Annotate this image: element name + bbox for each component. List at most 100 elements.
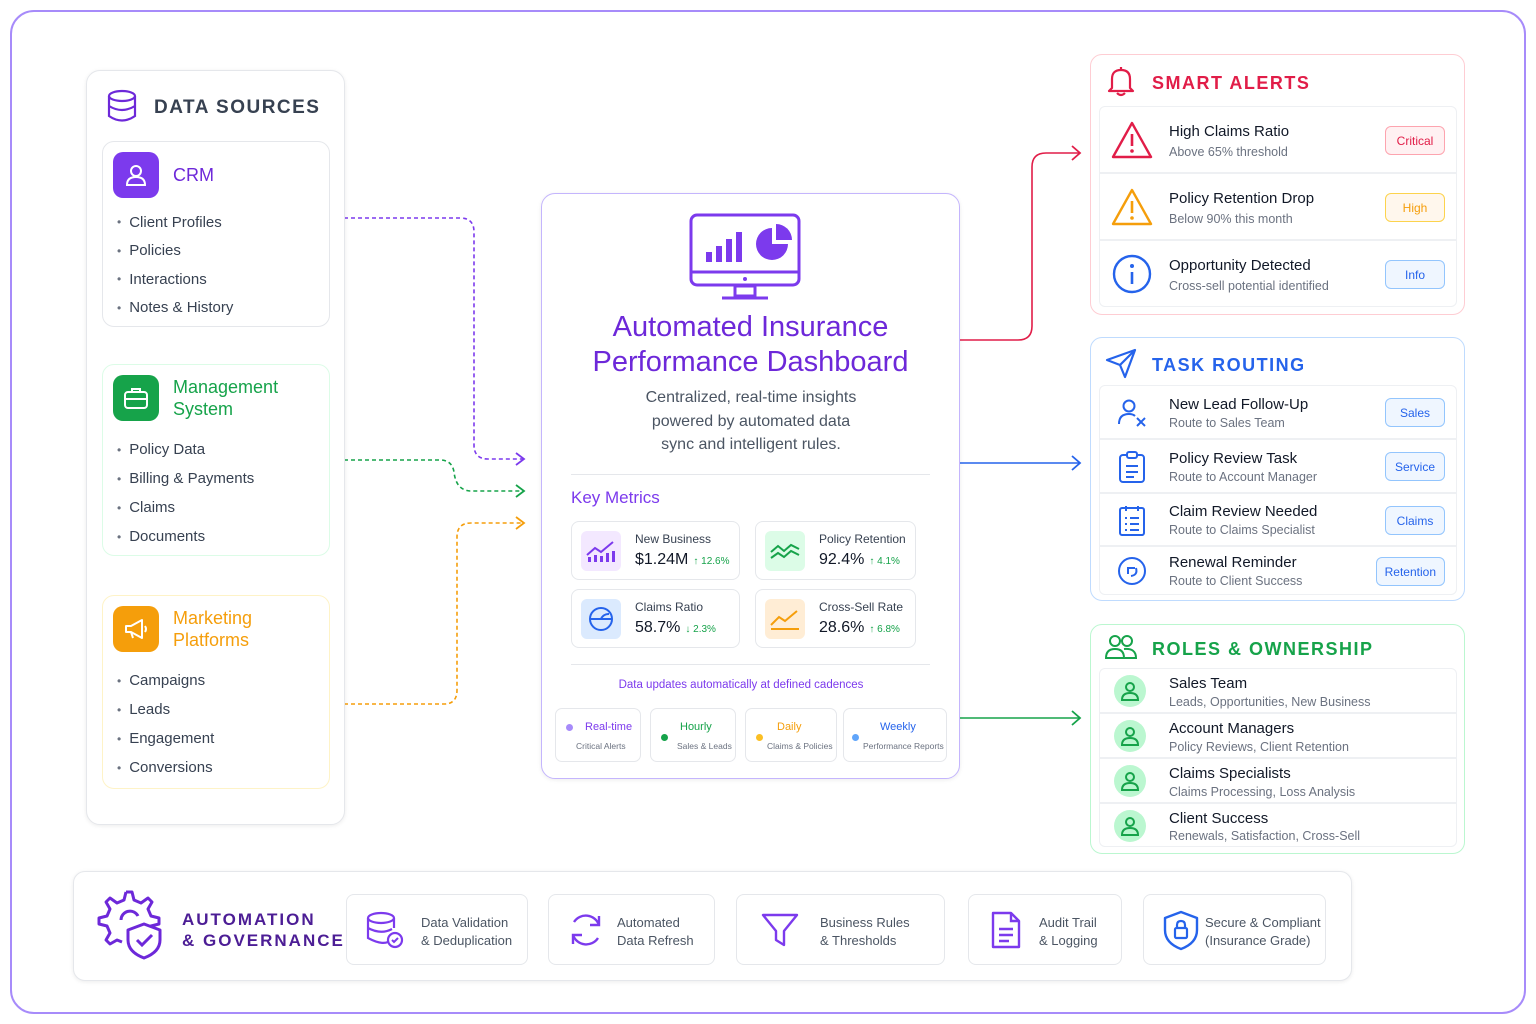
status-badge: High <box>1385 193 1445 222</box>
metric-card-policy-retention[interactable]: Policy Retention 92.4%↑ 4.1% <box>755 521 916 580</box>
label-line: & Deduplication <box>421 933 513 948</box>
task-subtitle: Route to Sales Team <box>1169 416 1285 430</box>
role-row[interactable]: Sales Team Leads, Opportunities, New Bus… <box>1099 668 1457 713</box>
task-row[interactable]: Renewal Reminder Route to Client Success… <box>1099 546 1457 595</box>
task-routing-header: TASK ROUTING <box>1104 346 1306 385</box>
metric-label: Policy Retention <box>819 532 906 546</box>
metric-card-cross-sell-rate[interactable]: Cross-Sell Rate 28.6%↑ 6.8% <box>755 589 916 648</box>
governance-item-secure[interactable]: Secure & Compliant (Insurance Grade) <box>1143 894 1326 965</box>
metric-value-text: $1.24M <box>635 551 689 568</box>
list-item: Billing & Payments <box>117 464 254 493</box>
megaphone-icon <box>113 606 159 652</box>
alert-title: High Claims Ratio <box>1169 123 1290 140</box>
governance-title-line2: & GOVERNANCE <box>182 931 345 950</box>
alert-title: Policy Retention Drop <box>1169 190 1315 207</box>
cadence-daily[interactable]: Daily Claims & Policies <box>745 708 837 762</box>
label-line: Audit Trail <box>1039 915 1097 930</box>
status-dot <box>566 724 573 731</box>
cadence-weekly[interactable]: Weekly Performance Reports <box>843 708 947 762</box>
cadence-real-time[interactable]: Real-time Critical Alerts <box>555 708 641 762</box>
role-row[interactable]: Client Success Renewals, Satisfaction, C… <box>1099 803 1457 847</box>
label-line: Automated <box>617 915 680 930</box>
bell-icon <box>1104 64 1138 103</box>
subtitle-line: sync and intelligent rules. <box>661 436 841 453</box>
list-item: Documents <box>117 522 254 551</box>
governance-label: Automated Data Refresh <box>617 914 694 950</box>
metric-delta: ↑ 12.6% <box>693 556 730 567</box>
document-icon <box>985 909 1027 951</box>
management-source-card[interactable]: Management System Policy Data Billing & … <box>102 364 330 556</box>
database-icon <box>106 89 138 128</box>
avatar <box>1114 810 1146 842</box>
route-badge: Service <box>1385 452 1445 481</box>
divider <box>571 664 930 665</box>
governance-item-rules[interactable]: Business Rules & Thresholds <box>736 894 945 965</box>
task-row[interactable]: Policy Review Task Route to Account Mana… <box>1099 439 1457 493</box>
label-line: Data Validation <box>421 915 509 930</box>
dashboard-title-line2: Performance Dashboard <box>592 346 909 378</box>
cadence-hourly[interactable]: Hourly Sales & Leads <box>650 708 736 762</box>
data-sources-title: DATA SOURCES <box>154 97 321 118</box>
avatar <box>1114 765 1146 797</box>
cadence-desc: Critical Alerts <box>576 741 626 751</box>
metric-delta: ↓ 2.3% <box>685 624 716 635</box>
avatar <box>1114 720 1146 752</box>
label-line: Data Refresh <box>617 933 694 948</box>
growth-chart-icon <box>765 599 805 639</box>
metric-value: 58.7% ↓ 2.3% <box>635 619 716 637</box>
status-dot <box>756 734 763 741</box>
list-item: Engagement <box>117 724 214 753</box>
metric-card-new-business[interactable]: New Business $1.24M↑ 12.6% <box>571 521 740 580</box>
governance-item-audit[interactable]: Audit Trail & Logging <box>968 894 1122 965</box>
role-title: Claims Specialists <box>1169 765 1291 782</box>
role-row[interactable]: Claims Specialists Claims Processing, Lo… <box>1099 758 1457 803</box>
route-badge: Retention <box>1375 557 1445 586</box>
governance-item-validation[interactable]: Data Validation & Deduplication <box>346 894 528 965</box>
smart-alerts-title: SMART ALERTS <box>1152 73 1311 93</box>
line-trend-icon <box>765 531 805 571</box>
route-badge: Claims <box>1385 506 1445 535</box>
status-dot <box>661 734 668 741</box>
task-subtitle: Route to Account Manager <box>1169 470 1318 484</box>
refresh-icon <box>565 909 607 951</box>
warning-icon <box>1110 185 1154 229</box>
divider <box>571 474 930 475</box>
send-icon <box>1104 346 1138 385</box>
task-row[interactable]: New Lead Follow-Up Route to Sales Team S… <box>1099 385 1457 439</box>
metric-card-claims-ratio[interactable]: Claims Ratio 58.7%↓ 2.3% <box>571 589 740 648</box>
role-subtitle: Claims Processing, Loss Analysis <box>1169 785 1356 799</box>
list-item: Conversions <box>117 753 214 782</box>
database-sync-icon <box>363 909 405 951</box>
smart-alerts-header: SMART ALERTS <box>1104 64 1310 103</box>
shield-lock-icon <box>1160 909 1202 951</box>
alert-row[interactable]: High Claims Ratio Above 65% threshold Cr… <box>1099 106 1457 173</box>
list-item: Notes & History <box>117 294 233 323</box>
status-badge: Info <box>1385 260 1445 289</box>
metric-value-text: 28.6% <box>819 619 865 636</box>
cadence-name: Real-time <box>585 721 633 733</box>
role-row[interactable]: Account Managers Policy Reviews, Client … <box>1099 713 1457 758</box>
governance-item-refresh[interactable]: Automated Data Refresh <box>548 894 715 965</box>
metric-value: 92.4%↑ 4.1% <box>819 551 900 569</box>
role-subtitle: Policy Reviews, Client Retention <box>1169 740 1349 754</box>
route-badge: Sales <box>1385 398 1445 427</box>
cadence-name: Daily <box>777 721 802 733</box>
crm-source-card[interactable]: CRM Client Profiles Policies Interaction… <box>102 141 330 327</box>
metric-value-text: 58.7% <box>635 619 681 636</box>
alert-row[interactable]: Policy Retention Drop Below 90% this mon… <box>1099 173 1457 240</box>
cadence-name: Hourly <box>680 721 712 733</box>
governance-title-line1: AUTOMATION <box>182 910 316 929</box>
dashboard-title: Automated Insurance Performance Dashboar… <box>541 310 960 380</box>
alert-row[interactable]: Opportunity Detected Cross-sell potentia… <box>1099 240 1457 307</box>
metric-value-text: 92.4% <box>819 551 865 568</box>
subtitle-line: powered by automated data <box>651 412 851 430</box>
label-line: (Insurance Grade) <box>1205 933 1311 948</box>
status-badge: Critical <box>1385 126 1445 155</box>
task-row[interactable]: Claim Review Needed Route to Claims Spec… <box>1099 493 1457 546</box>
user-icon <box>113 152 159 198</box>
label-line: & Logging <box>1039 933 1098 948</box>
checklist-icon <box>1114 502 1150 538</box>
alert-subtitle: Cross-sell potential identified <box>1169 279 1329 293</box>
label-line: Secure & Compliant <box>1205 915 1321 930</box>
marketing-source-card[interactable]: Marketing Platforms Campaigns Leads Enga… <box>102 595 330 789</box>
